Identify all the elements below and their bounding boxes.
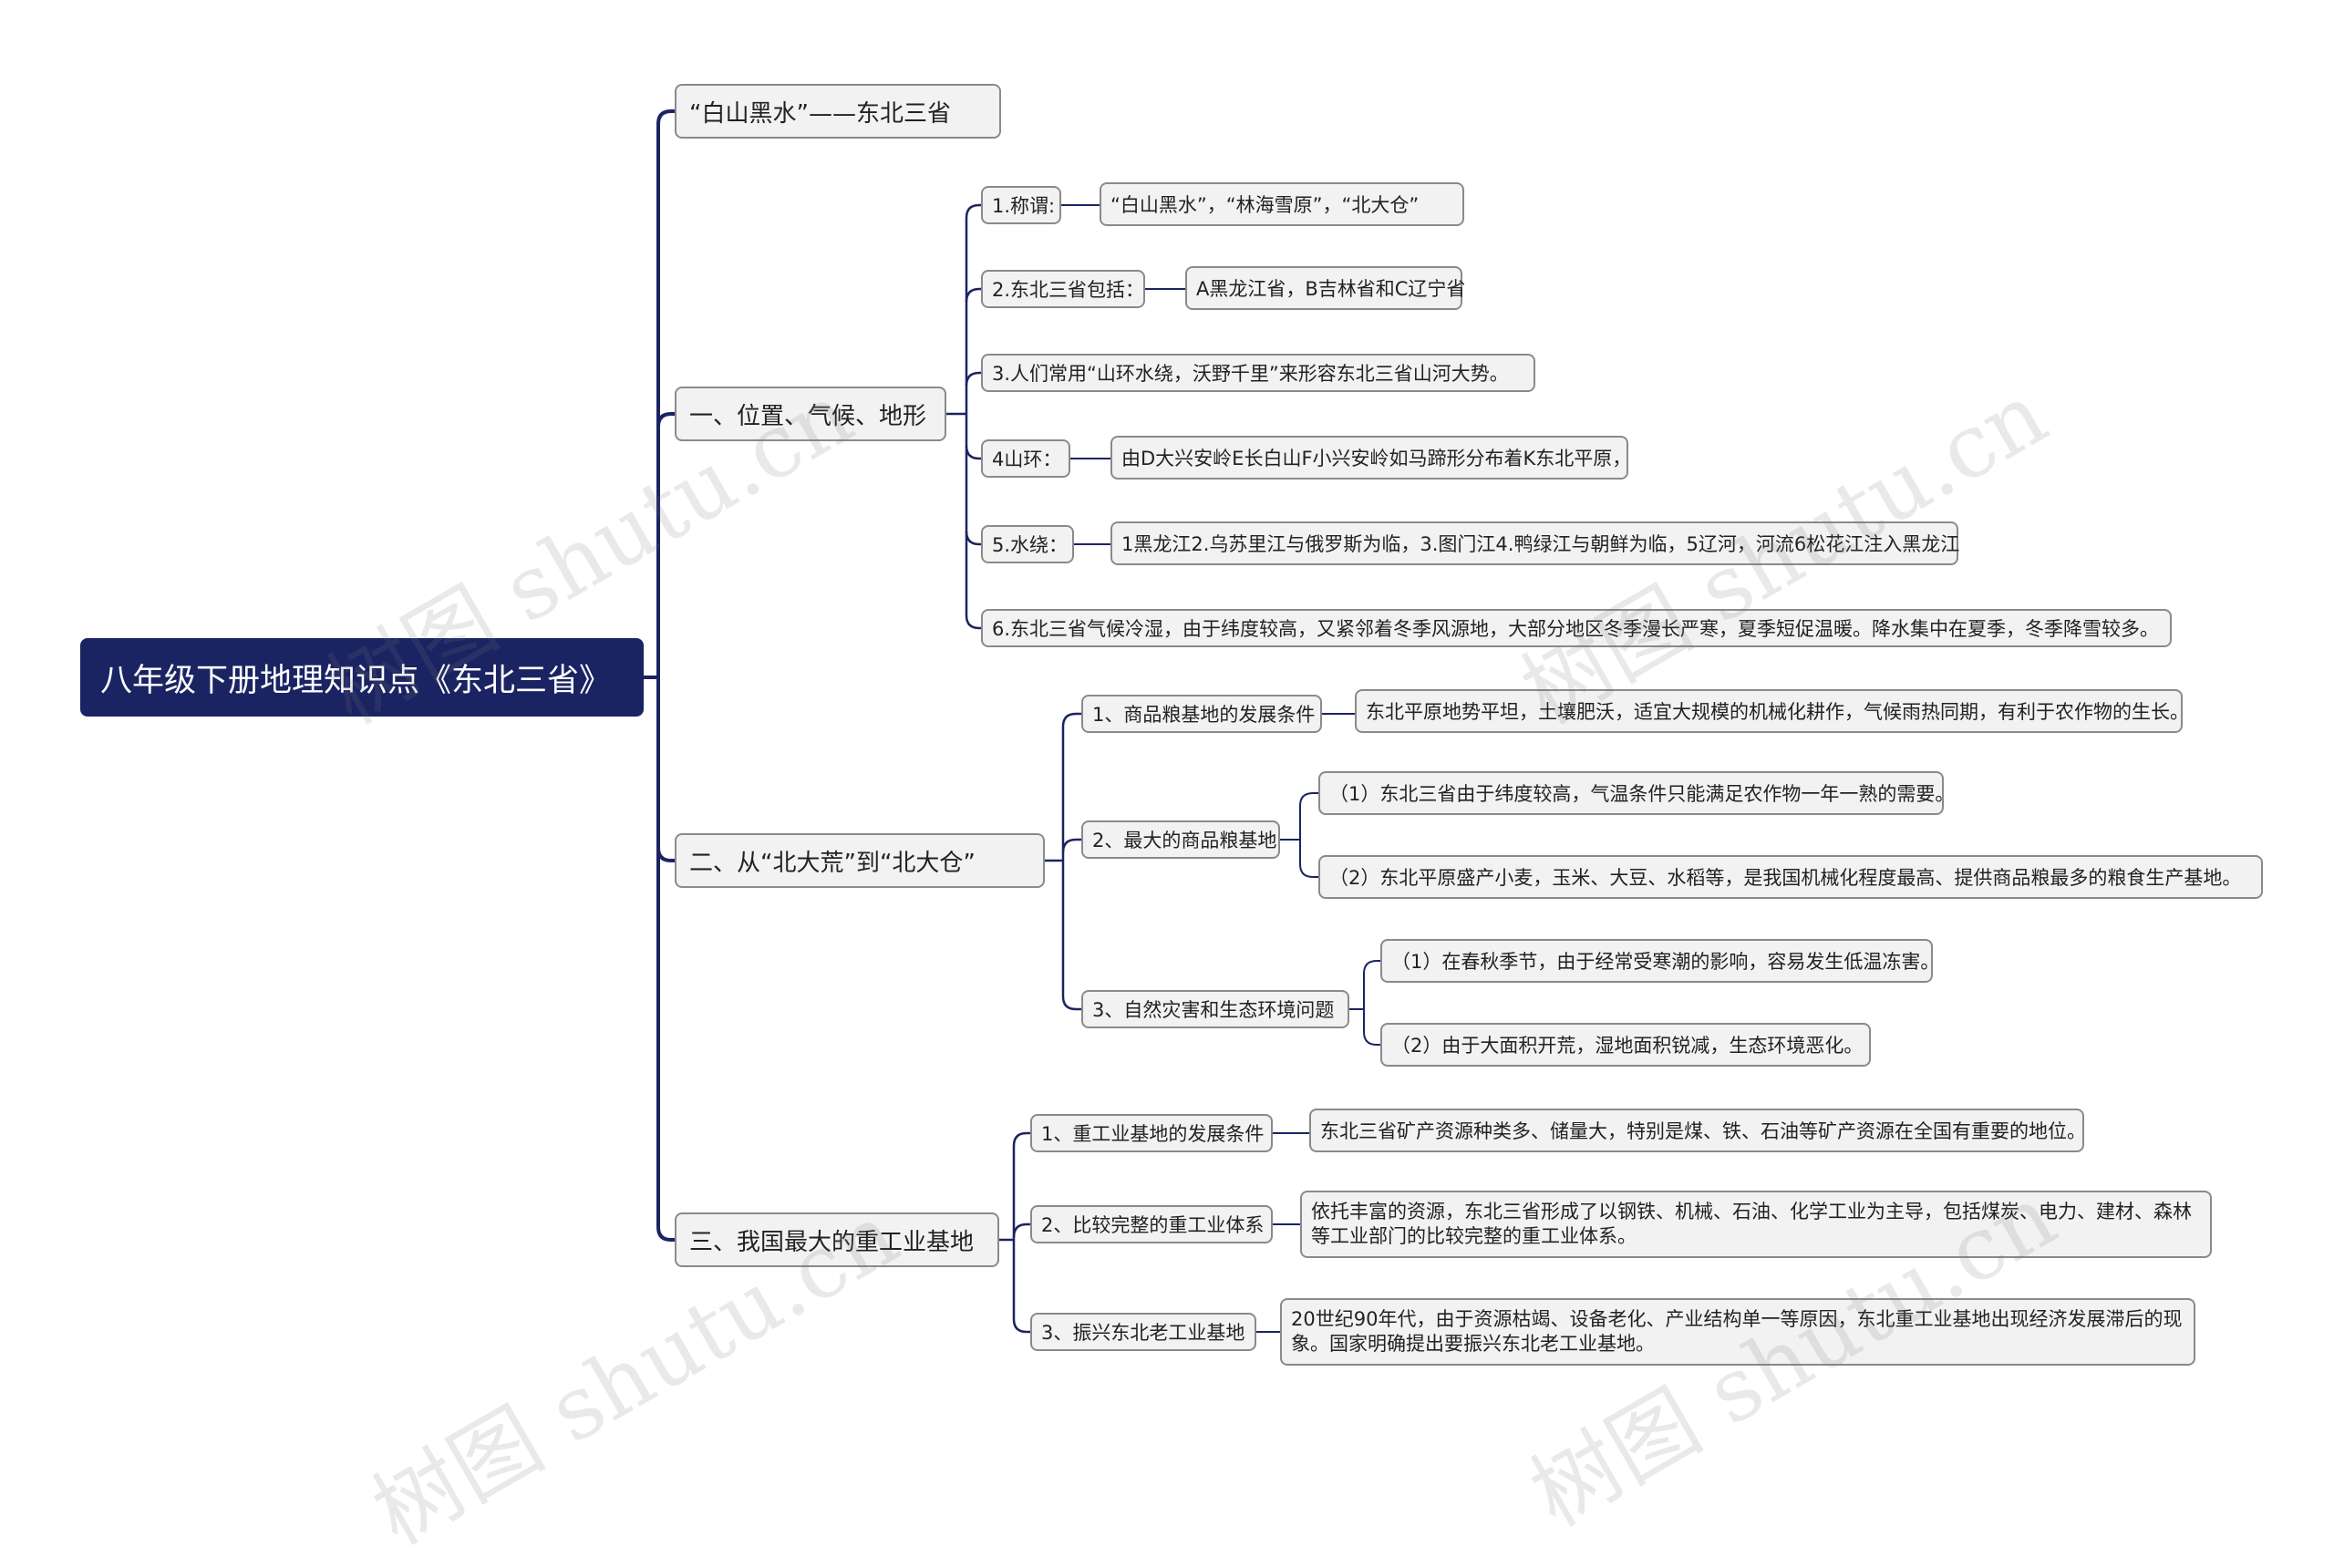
subtopic-2-2[interactable]: 2.东北三省包括： <box>981 270 1145 308</box>
connector-line <box>965 371 981 387</box>
subtopic-4-1[interactable]: 1、重工业基地的发展条件 <box>1030 1114 1273 1152</box>
connector-line <box>1363 960 1380 975</box>
detail-4-3-1[interactable]: 20世纪90年代，由于资源枯竭、设备老化、产业结构单一等原因，东北重工业基地出现… <box>1280 1298 2195 1366</box>
detail-3-2-1[interactable]: （1）东北三省由于纬度较高，气温条件只能满足农作物一年一熟的需要。 <box>1318 771 1954 815</box>
subtopic-4-2[interactable]: 2、比较完整的重工业体系 <box>1030 1205 1273 1243</box>
connector-line <box>656 847 675 862</box>
connector-line <box>965 203 981 219</box>
branch-2[interactable]: 一、位置、气候、地形 <box>675 387 946 441</box>
connector-lines <box>644 109 1380 1334</box>
branch-1[interactable]: “白山黑水”——东北三省 <box>675 84 1001 139</box>
branch-3[interactable]: 二、从“北大荒”到“北大仓” <box>675 833 1045 888</box>
connector-line <box>1299 863 1318 878</box>
connector-line <box>1061 838 1081 853</box>
subtopic-3-3[interactable]: 3、自然灾害和生态环境问题 <box>1081 990 1349 1028</box>
connector-line <box>965 614 981 630</box>
connector-line <box>1061 995 1081 1011</box>
detail-3-1-1[interactable]: 东北平原地势平坦，土壤肥沃，适宜大规模的机械化耕作，气候雨热同期，有利于农作物的… <box>1355 689 2189 733</box>
connector-line <box>1299 792 1318 807</box>
connector-line <box>965 445 981 460</box>
connector-line <box>965 287 981 303</box>
connector-line <box>1363 1031 1380 1046</box>
detail-2-4-1[interactable]: 由D大兴安岭E长白山F小兴安岭如马蹄形分布着K东北平原， <box>1110 436 1631 480</box>
connector-line <box>1012 1222 1030 1238</box>
detail-3-3-2[interactable]: （2）由于大面积开荒，湿地面积锐减，生态环境恶化。 <box>1380 1023 1871 1067</box>
root-topic[interactable]: 八年级下册地理知识点《东北三省》 <box>80 638 644 717</box>
detail-2-2-1[interactable]: A黑龙江省，B吉林省和C辽宁省 <box>1185 266 1465 310</box>
detail-3-3-1[interactable]: （1）在春秋季节，由于经常受寒潮的影响，容易发生低温冻害。 <box>1380 939 1939 983</box>
mind-map-canvas: 八年级下册地理知识点《东北三省》 “白山黑水”——东北三省一、位置、气候、地形二、… <box>80 84 2263 1564</box>
connector-line <box>1012 1318 1030 1334</box>
connector-line <box>1061 712 1081 727</box>
detail-2-5-1[interactable]: 1黑龙江2.乌苏里江与俄罗斯为临，3.图门江4.鸭绿江与朝鲜为临，5辽河，河流6… <box>1110 521 1959 565</box>
subtopic-2-4[interactable]: 4山环： <box>981 439 1070 478</box>
subtopic-2-6[interactable]: 6.东北三省气候冷湿，由于纬度较高，又紧邻着冬季风源地，大部分地区冬季漫长严寒，… <box>981 609 2172 647</box>
detail-3-2-2[interactable]: （2）东北平原盛产小麦，玉米、大豆、水稻等，是我国机械化程度最高、提供商品粮最多… <box>1318 855 2263 899</box>
subtopic-3-2[interactable]: 2、最大的商品粮基地 <box>1081 820 1280 859</box>
subtopic-2-3[interactable]: 3.人们常用“山环水绕，沃野千里”来形容东北三省山河大势。 <box>981 354 1535 392</box>
subtopic-4-3[interactable]: 3、振兴东北老工业基地 <box>1030 1313 1256 1351</box>
branch-4[interactable]: 三、我国最大的重工业基地 <box>675 1212 999 1267</box>
detail-4-2-1[interactable]: 依托丰富的资源，东北三省形成了以钢铁、机械、石油、化学工业为主导，包括煤炭、电力… <box>1300 1191 2212 1258</box>
subtopic-3-1[interactable]: 1、商品粮基地的发展条件 <box>1081 695 1322 733</box>
connector-line <box>656 109 675 125</box>
connector-line <box>965 531 981 546</box>
connector-line <box>656 1226 675 1242</box>
connector-line <box>1012 1131 1030 1147</box>
subtopic-2-1[interactable]: 1.称谓: <box>981 186 1061 224</box>
detail-2-1-1[interactable]: “白山黑水”，“林海雪原”，“北大仓” <box>1100 182 1464 226</box>
detail-4-1-1[interactable]: 东北三省矿产资源种类多、储量大，特别是煤、铁、石油等矿产资源在全国有重要的地位。 <box>1309 1109 2086 1152</box>
subtopic-2-5[interactable]: 5.水绕： <box>981 525 1074 563</box>
connector-line <box>656 412 675 428</box>
